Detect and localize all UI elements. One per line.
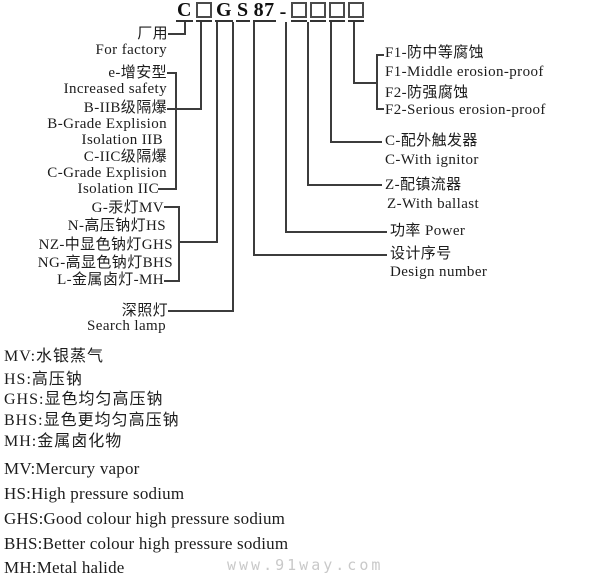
code-meaning-label: Z-With ballast <box>387 196 480 212</box>
connector-line <box>168 33 186 35</box>
code-meaning-label: N-高压钠灯HS <box>67 218 166 234</box>
glossary-item: MH:Metal halide <box>4 558 125 577</box>
glossary-item: GHS:Good colour high pressure sodium <box>4 509 286 528</box>
code-meaning-label: G-汞灯MV <box>91 200 164 216</box>
connector-line <box>307 184 382 186</box>
code-meaning-label: F2-防强腐蚀 <box>385 85 469 101</box>
connector-line <box>330 141 382 143</box>
model-code: C G S 87 - <box>176 0 364 23</box>
connector-line <box>178 241 218 243</box>
code-meaning-label: Increased safety <box>63 81 167 97</box>
placeholder-box-icon <box>309 2 326 18</box>
glossary-item: BHS:Better colour high pressure sodium <box>4 534 289 553</box>
code-meaning-label: C-Grade Explision <box>47 165 167 181</box>
connector-line <box>167 72 177 74</box>
code-meaning-label: For factory <box>95 42 167 58</box>
code-meaning-label: Search lamp <box>87 318 166 334</box>
code-meaning-label: F1-防中等腐蚀 <box>385 45 485 61</box>
code-meaning-label: C-配外触发器 <box>385 133 478 149</box>
placeholder-box-icon <box>328 2 345 18</box>
connector-line <box>200 22 202 110</box>
code-meaning-label: Design number <box>390 264 488 280</box>
model-code-char: 87 <box>252 0 276 22</box>
connector-line <box>353 82 378 84</box>
model-code-placeholder-box <box>290 2 307 22</box>
connector-line <box>285 231 387 233</box>
code-meaning-label: B-IIB级隔爆 <box>83 100 167 116</box>
connector-line <box>164 280 180 282</box>
code-meaning-label: 厂用 <box>137 26 168 42</box>
model-code-placeholder-box <box>195 2 212 22</box>
connector-line <box>253 22 255 256</box>
placeholder-box-icon <box>195 2 212 18</box>
connector-line <box>307 22 309 186</box>
code-meaning-label: Isolation IIC <box>77 181 159 197</box>
glossary-item: GHS:显色均匀高压钠 <box>4 391 164 408</box>
model-code-placeholder-box <box>347 2 364 22</box>
glossary-item: MV:Mercury vapor <box>4 459 140 478</box>
connector-line <box>330 22 332 143</box>
code-meaning-label: F1-Middle erosion-proof <box>385 64 544 80</box>
connector-line <box>376 108 384 110</box>
code-meaning-label: 功率 Power <box>390 223 466 239</box>
model-code-char: G <box>214 0 234 22</box>
glossary-item: BHS:显色更均匀高压钠 <box>4 412 180 429</box>
code-meaning-label: 深照灯 <box>121 303 168 319</box>
connector-line <box>232 22 234 312</box>
connector-line <box>253 254 387 256</box>
connector-line <box>178 206 180 282</box>
connector-line <box>376 54 378 110</box>
code-meaning-label: L-金属卤灯-MH <box>57 272 164 288</box>
code-meaning-label: NG-高显色钠灯BHS <box>37 255 173 271</box>
connector-line <box>158 188 177 190</box>
model-code-placeholder-box <box>328 2 345 22</box>
connector-line <box>376 54 384 56</box>
glossary-item: HS:High pressure sodium <box>4 484 185 503</box>
connector-line <box>184 22 186 34</box>
connector-line <box>167 108 202 110</box>
connector-line <box>353 22 355 84</box>
placeholder-box-icon <box>290 2 307 18</box>
connector-line <box>216 22 218 243</box>
glossary-item: HS:高压钠 <box>4 371 83 388</box>
code-meaning-label: C-With ignitor <box>385 152 479 168</box>
connector-line <box>164 206 180 208</box>
watermark: www.91way.com <box>227 556 384 574</box>
code-meaning-label: e-增安型 <box>108 65 167 81</box>
code-meaning-label: Isolation IIB <box>81 132 163 148</box>
model-code-char: C <box>176 0 193 22</box>
code-meaning-label: Z-配镇流器 <box>385 177 462 193</box>
code-meaning-label: F2-Serious erosion-proof <box>385 102 546 118</box>
code-meaning-label: C-IIC级隔爆 <box>83 149 167 165</box>
connector-line <box>285 22 287 233</box>
connector-line <box>168 310 234 312</box>
glossary-item: MH:金属卤化物 <box>4 433 123 450</box>
glossary-item: MV:水银蒸气 <box>4 348 105 365</box>
placeholder-box-icon <box>347 2 364 18</box>
model-code-placeholder-box <box>309 2 326 22</box>
connector-line <box>175 72 177 190</box>
model-code-dash: - <box>279 1 287 23</box>
code-meaning-label: B-Grade Explision <box>47 116 167 132</box>
code-meaning-label: 设计序号 <box>390 246 452 262</box>
code-meaning-label: NZ-中显色钠灯GHS <box>38 237 173 253</box>
model-code-char: S <box>236 0 250 22</box>
